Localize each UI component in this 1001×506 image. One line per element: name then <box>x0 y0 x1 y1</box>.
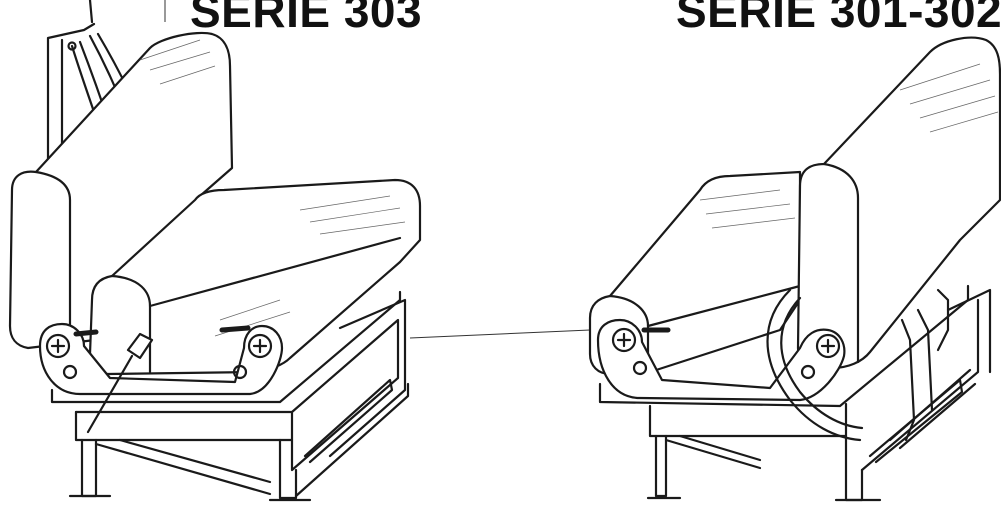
seat-left <box>8 0 422 502</box>
page-dividers <box>164 0 591 339</box>
base-frame-right <box>598 284 992 502</box>
seat-right <box>588 36 1001 502</box>
seat-cushion-right <box>588 170 802 376</box>
title-serie-right: SERIE 301-302 <box>676 0 1001 37</box>
title-serie-left: SERIE 303 <box>190 0 423 37</box>
seat-cushion <box>88 178 422 376</box>
base-frame <box>50 290 410 502</box>
side-mounts <box>38 322 284 396</box>
side-mounts-right <box>596 318 846 402</box>
seat-belt-straps-right <box>766 288 950 442</box>
backrest-cushion-right <box>796 36 1001 370</box>
backrest-cushion <box>8 31 234 350</box>
hanging-tag <box>86 332 154 434</box>
